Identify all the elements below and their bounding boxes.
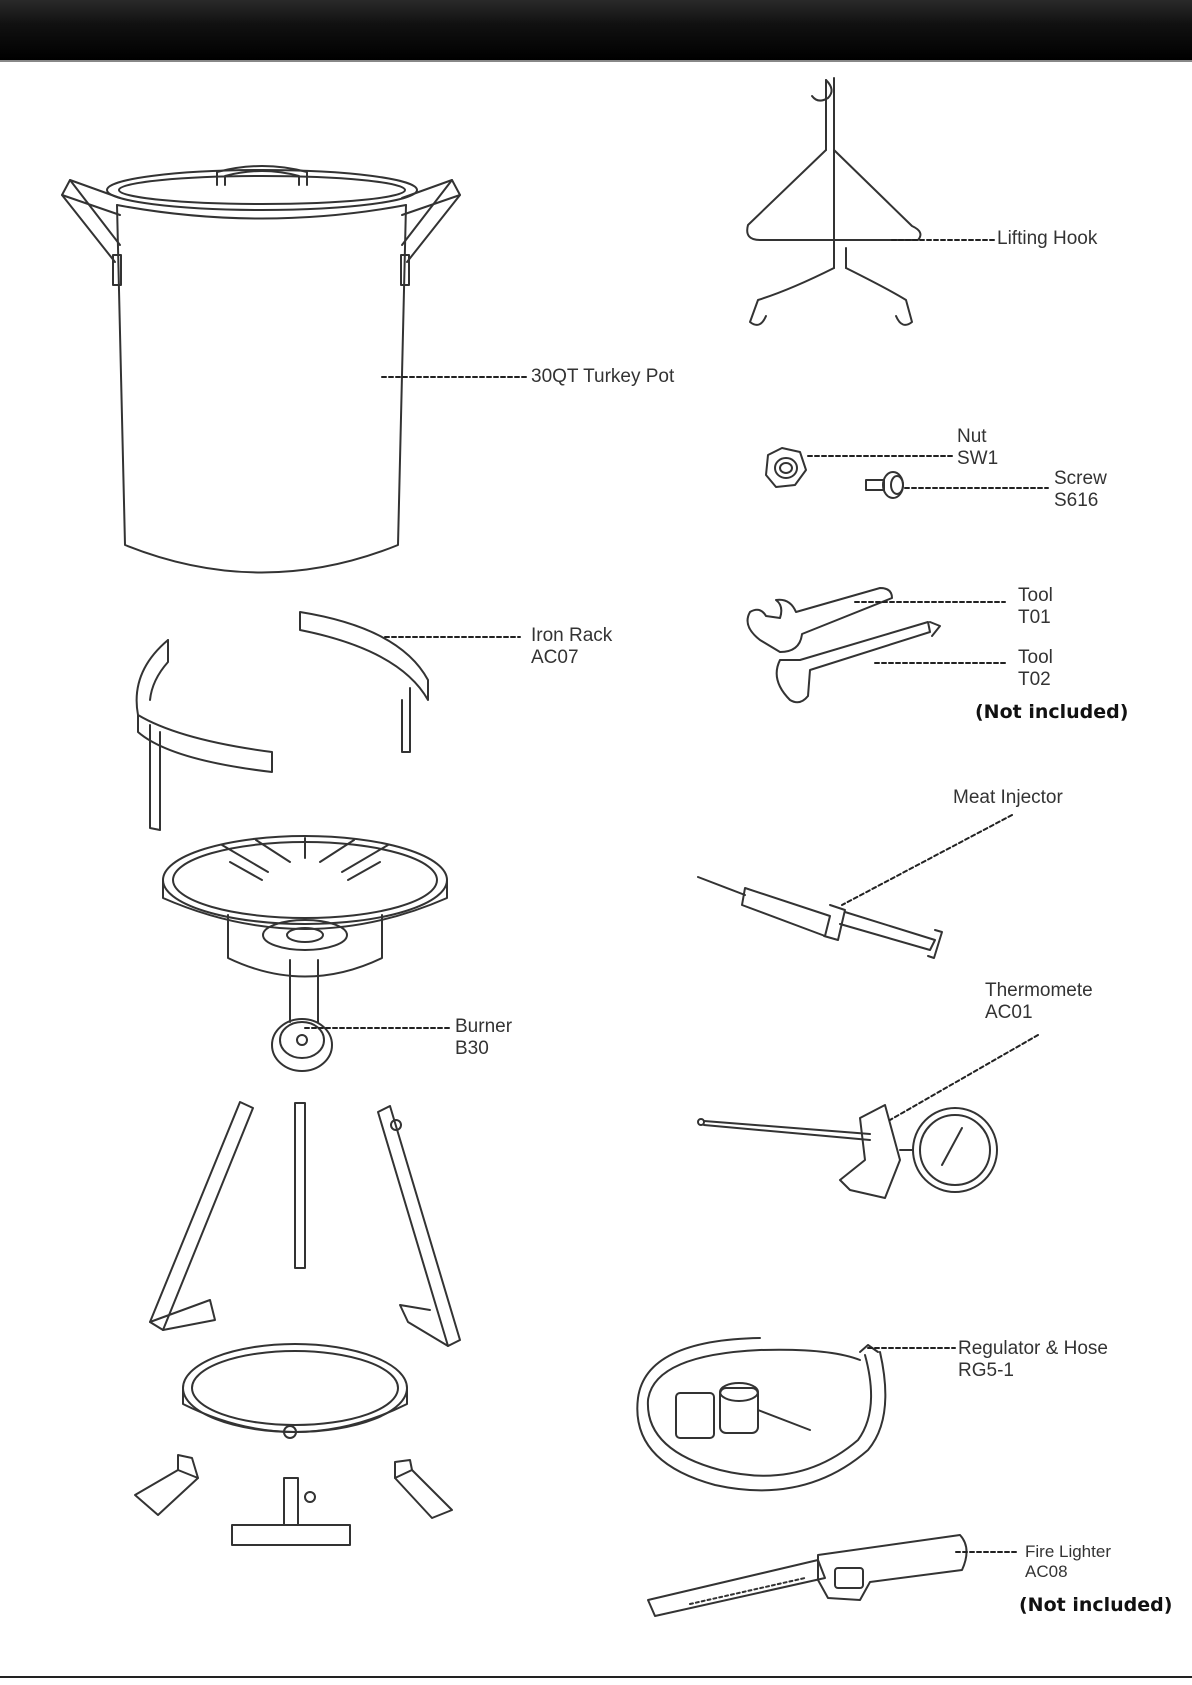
fire-lighter-name: Fire Lighter <box>1025 1542 1111 1562</box>
meat-injector-name: Meat Injector <box>953 787 1063 808</box>
screw-name: Screw <box>1054 468 1107 490</box>
iron-rack-code: AC07 <box>531 647 612 669</box>
screw-code: S616 <box>1054 490 1107 512</box>
tool-t02-code: T02 <box>1018 669 1053 691</box>
regulator-code: RG5-1 <box>958 1360 1108 1382</box>
screw-label: Screw S616 <box>1054 468 1107 512</box>
burner-name: Burner <box>455 1016 512 1038</box>
regulator-label: Regulator & Hose RG5-1 <box>958 1338 1108 1382</box>
leader-lines <box>305 240 1048 1552</box>
nut-label: Nut SW1 <box>957 426 998 470</box>
fire-lighter-label: Fire Lighter AC08 <box>1025 1542 1111 1582</box>
burner-label: Burner B30 <box>455 1016 512 1060</box>
tool-t02-label: Tool T02 <box>1018 647 1053 691</box>
thermometer-drawing <box>698 1105 997 1198</box>
thermometer-code: AC01 <box>985 1002 1093 1024</box>
burner-code: B30 <box>455 1038 512 1060</box>
thermometer-label: Thermomete AC01 <box>985 980 1093 1024</box>
iron-rack-label: Iron Rack AC07 <box>531 625 612 669</box>
lifting-hook-drawing <box>747 78 920 325</box>
tool-t01-name: Tool <box>1018 585 1053 607</box>
nut-name: Nut <box>957 426 998 448</box>
regulator-hose-drawing <box>637 1338 885 1490</box>
tools-drawing <box>748 588 940 702</box>
tool-t01-code: T01 <box>1018 607 1053 629</box>
nut-code: SW1 <box>957 448 998 470</box>
tool-t02-name: Tool <box>1018 647 1053 669</box>
bottom-rule <box>0 1676 1192 1678</box>
meat-injector-drawing <box>698 877 942 958</box>
lifting-hook-name: Lifting Hook <box>997 228 1097 249</box>
lifting-hook-label: Lifting Hook <box>997 228 1097 250</box>
fire-lighter-code: AC08 <box>1025 1562 1111 1582</box>
iron-rack-drawing <box>137 612 428 830</box>
iron-rack-name: Iron Rack <box>531 625 612 647</box>
turkey-pot-name: 30QT Turkey Pot <box>531 366 674 387</box>
base-frame-drawing <box>135 1102 460 1545</box>
burner-drawing <box>163 836 447 1071</box>
turkey-pot-label: 30QT Turkey Pot <box>531 366 674 388</box>
fire-lighter-drawing <box>648 1535 967 1616</box>
regulator-name: Regulator & Hose <box>958 1338 1108 1360</box>
meat-injector-label: Meat Injector <box>953 787 1063 809</box>
thermometer-name: Thermomete <box>985 980 1093 1002</box>
turkey-pot-drawing <box>62 166 460 573</box>
lighter-not-included-note: (Not included) <box>1019 1594 1172 1616</box>
tool-t01-label: Tool T01 <box>1018 585 1053 629</box>
tool-not-included-note: (Not included) <box>975 701 1128 723</box>
